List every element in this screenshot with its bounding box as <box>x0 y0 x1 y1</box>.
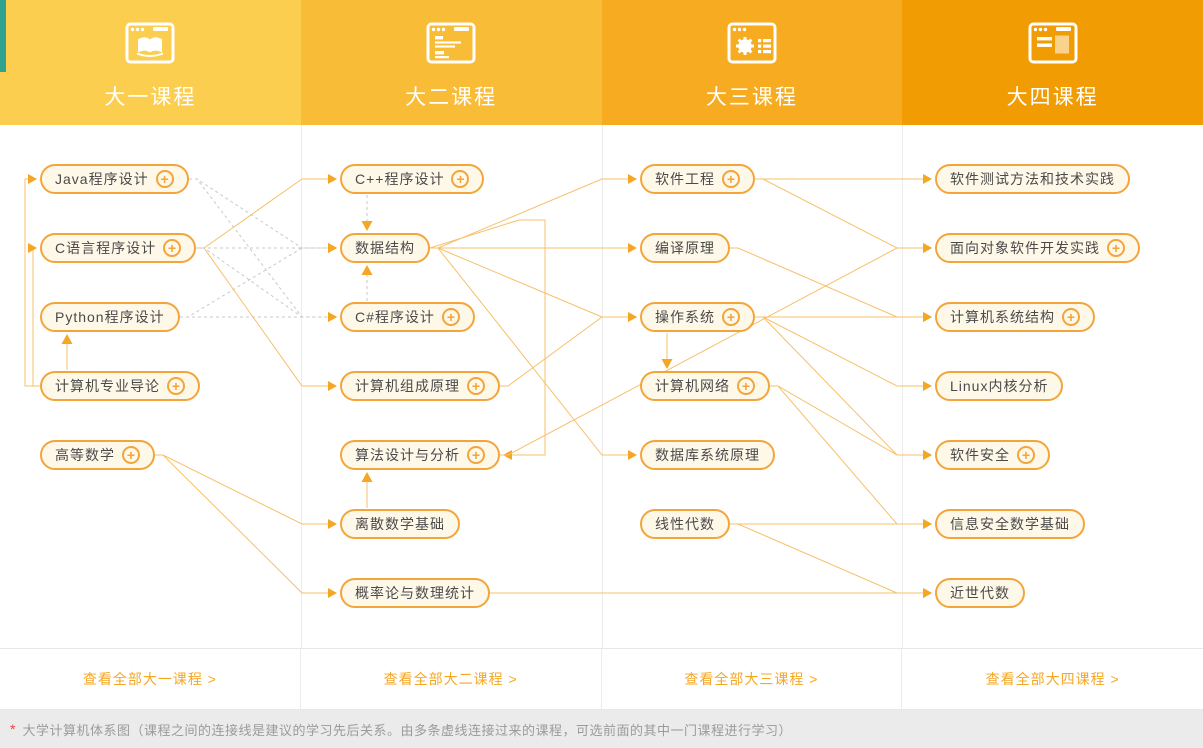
course-label: 高等数学 <box>55 447 115 463</box>
course-pill[interactable]: 算法设计与分析 + <box>340 440 500 470</box>
course-label: 近世代数 <box>950 585 1010 601</box>
course-label: 软件测试方法和技术实践 <box>950 171 1115 187</box>
course-label: 计算机专业导论 <box>55 378 160 394</box>
course-label: 离散数学基础 <box>355 516 445 532</box>
tab-year1-title[interactable]: 大一课程 <box>104 86 197 109</box>
course-label: 编译原理 <box>655 240 715 256</box>
course-label: C++程序设计 <box>355 171 445 187</box>
course-label: Java程序设计 <box>55 171 149 187</box>
course-label: C#程序设计 <box>355 309 435 325</box>
course-pill[interactable]: 离散数学基础 <box>340 509 460 539</box>
course-label: 操作系统 <box>655 309 715 325</box>
course-label: Linux内核分析 <box>950 378 1049 394</box>
add-course-icon[interactable]: + <box>1062 308 1080 326</box>
course-pill[interactable]: 软件安全 + <box>935 440 1050 470</box>
course-pill[interactable]: 近世代数 <box>935 578 1025 608</box>
tab-year4[interactable]: 大四课程 <box>902 0 1203 125</box>
browser-layout-icon <box>902 19 1203 67</box>
course-pill[interactable]: 软件测试方法和技术实践 <box>935 164 1130 194</box>
course-label: 计算机网络 <box>655 378 730 394</box>
course-label: 数据结构 <box>355 240 415 256</box>
view-all-cell-year2: 查看全部大二课程 > <box>301 649 602 709</box>
course-label: 计算机组成原理 <box>355 378 460 394</box>
course-label: 软件工程 <box>655 171 715 187</box>
course-pill[interactable]: 信息安全数学基础 <box>935 509 1085 539</box>
add-course-icon[interactable]: + <box>467 377 485 395</box>
year-tabs-header: 大一课程 大二课程 <box>0 0 1203 125</box>
browser-gear-icon <box>602 19 903 67</box>
add-course-icon[interactable]: + <box>722 170 740 188</box>
add-course-icon[interactable]: + <box>451 170 470 188</box>
course-pill[interactable]: Linux内核分析 <box>935 371 1064 401</box>
course-label: 线性代数 <box>655 516 715 532</box>
add-course-icon[interactable]: + <box>737 377 755 395</box>
view-all-cell-year1: 查看全部大一课程 > <box>0 649 301 709</box>
column-divider <box>300 125 302 648</box>
course-pill[interactable]: 操作系统 + <box>640 302 755 332</box>
add-course-icon[interactable]: + <box>441 308 460 326</box>
add-course-icon[interactable]: + <box>722 308 740 326</box>
column-divider <box>601 125 603 648</box>
course-label: 数据库系统原理 <box>655 447 760 463</box>
course-label: 计算机系统结构 <box>950 309 1055 325</box>
course-pill[interactable]: C++程序设计 + <box>340 164 485 194</box>
course-label: C语言程序设计 <box>55 240 157 256</box>
course-label: 算法设计与分析 <box>355 447 460 463</box>
course-pill[interactable]: Python程序设计 <box>40 302 180 332</box>
view-all-year3-link[interactable]: 查看全部大三课程 > <box>684 671 819 687</box>
footnote-text: 大学计算机体系图（课程之间的连接线是建议的学习先后关系。由多条虚线连接过来的课程… <box>22 722 792 738</box>
add-course-icon[interactable]: + <box>163 239 182 257</box>
tab-year2-title[interactable]: 大二课程 <box>405 86 498 109</box>
course-pill[interactable]: 概率论与数理统计 <box>340 578 490 608</box>
course-pill[interactable]: Java程序设计 + <box>40 164 189 194</box>
view-all-cell-year3: 查看全部大三课程 > <box>602 649 903 709</box>
course-pill[interactable]: 高等数学 + <box>40 440 155 470</box>
tab-year3[interactable]: 大三课程 <box>601 0 903 125</box>
course-pill[interactable]: 计算机系统结构 + <box>935 302 1095 332</box>
course-label: 面向对象软件开发实践 <box>950 240 1100 256</box>
course-pill[interactable]: C#程序设计 + <box>340 302 475 332</box>
course-label: 信息安全数学基础 <box>950 516 1070 532</box>
tab-year2[interactable]: 大二课程 <box>300 0 602 125</box>
add-course-icon[interactable]: + <box>167 377 185 395</box>
add-course-icon[interactable]: + <box>467 446 485 464</box>
view-all-year2-link[interactable]: 查看全部大二课程 > <box>383 671 518 687</box>
browser-code-lines-icon <box>301 19 602 67</box>
course-pill[interactable]: 面向对象软件开发实践 + <box>935 233 1140 263</box>
side-strip <box>0 0 6 72</box>
add-course-icon[interactable]: + <box>1107 239 1125 257</box>
course-pill[interactable]: 计算机组成原理 + <box>340 371 500 401</box>
course-pill[interactable]: 数据结构 <box>340 233 430 263</box>
course-pill[interactable]: 数据库系统原理 <box>640 440 775 470</box>
footnote-bar: * 大学计算机体系图（课程之间的连接线是建议的学习先后关系。由多条虚线连接过来的… <box>0 710 1203 748</box>
add-course-icon[interactable]: + <box>1017 446 1035 464</box>
course-label: 概率论与数理统计 <box>355 585 475 601</box>
course-label: 软件安全 <box>950 447 1010 463</box>
add-course-icon[interactable]: + <box>122 446 140 464</box>
add-course-icon[interactable]: + <box>155 170 174 188</box>
connection-lines <box>24 174 932 598</box>
tab-year1[interactable]: 大一课程 <box>0 0 301 125</box>
course-pill[interactable]: 线性代数 <box>640 509 730 539</box>
tab-year4-title[interactable]: 大四课程 <box>1006 86 1099 109</box>
view-all-row: 查看全部大一课程 > 查看全部大二课程 > 查看全部大三课程 > 查看全部大四课… <box>0 649 1203 710</box>
view-all-year1-link[interactable]: 查看全部大一课程 > <box>82 671 217 687</box>
course-pill[interactable]: 计算机网络 + <box>640 371 770 401</box>
course-pill[interactable]: 软件工程 + <box>640 164 755 194</box>
view-all-year4-link[interactable]: 查看全部大四课程 > <box>985 671 1120 687</box>
tab-year3-title[interactable]: 大三课程 <box>705 86 798 109</box>
footnote-asterisk: * <box>10 721 16 737</box>
course-pill[interactable]: 计算机专业导论 + <box>40 371 200 401</box>
browser-open-book-icon <box>0 19 301 67</box>
view-all-cell-year4: 查看全部大四课程 > <box>902 649 1203 709</box>
course-pill[interactable]: C语言程序设计 + <box>40 233 197 263</box>
course-label: Python程序设计 <box>55 309 165 325</box>
course-pill[interactable]: 编译原理 <box>640 233 730 263</box>
curriculum-board: Java程序设计 + C语言程序设计 + Python程序设计计算机专业导论 + 高等数学 +… <box>0 125 1203 649</box>
